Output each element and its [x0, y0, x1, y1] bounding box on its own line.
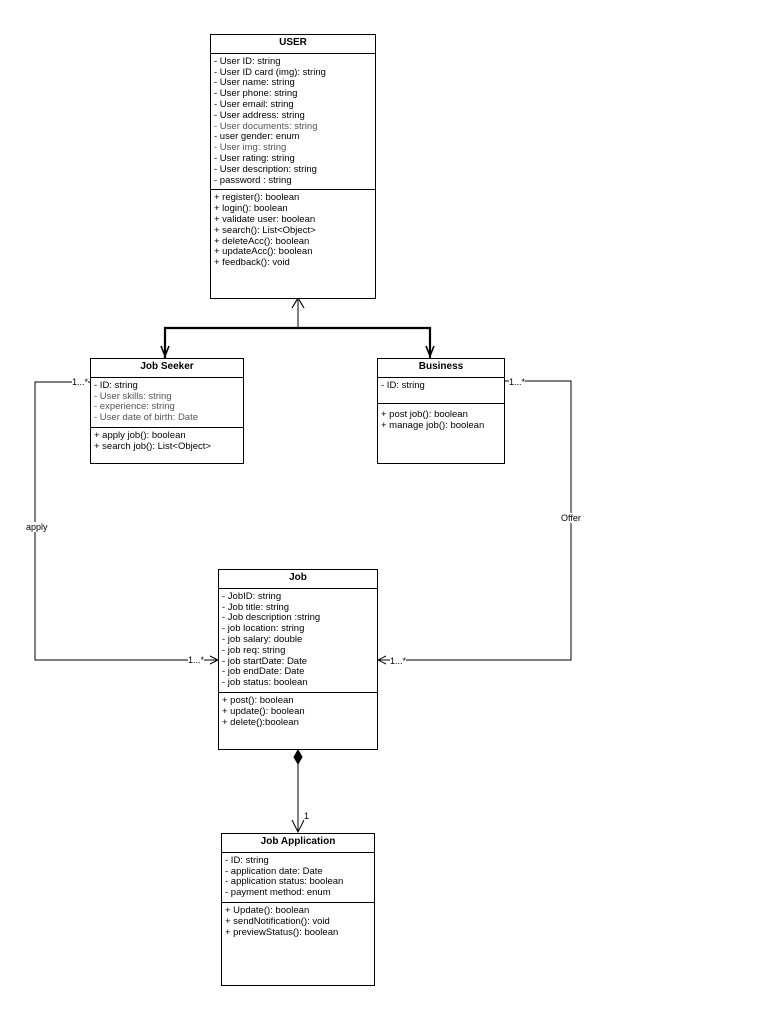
- offer-target-multiplicity: 1...*: [390, 656, 407, 666]
- inheritance-arrowhead: [291, 296, 305, 309]
- offer-source-multiplicity: 1...*: [509, 377, 526, 387]
- user-attribute: - User name: string: [214, 77, 295, 89]
- user-methods: + register(): boolean + login(): boolean…: [211, 190, 375, 272]
- job-attribute: - Job description :string: [222, 612, 321, 624]
- job-application-attribute: - ID: string: [225, 854, 269, 866]
- user-method: + login(): boolean: [214, 203, 288, 215]
- job-application-method: + sendNotification(): void: [225, 915, 330, 927]
- job-seeker-class-title: Job Seeker: [91, 359, 243, 378]
- user-attribute: - User img: string: [214, 142, 287, 154]
- user-attribute: - User ID card (img): string: [214, 66, 326, 78]
- business-class-title: Business: [378, 359, 504, 378]
- job-attribute: - job endDate: Date: [222, 666, 305, 678]
- user-attributes: - User ID: string - User ID card (img): …: [211, 54, 375, 191]
- user-attribute: - User rating: string: [214, 152, 295, 164]
- apply-target-multiplicity: 1...*: [188, 655, 205, 665]
- job-method: + delete():boolean: [222, 716, 299, 728]
- business-attribute: - ID: string: [381, 379, 425, 391]
- user-attribute: - User address: string: [214, 109, 305, 121]
- user-attribute: - User phone: string: [214, 88, 298, 100]
- job-application-method: + previewStatus(): boolean: [225, 926, 339, 938]
- job-seeker-attribute: - User skills: string: [94, 390, 172, 402]
- job-seeker-methods: + apply job(): boolean + search job(): L…: [91, 428, 243, 456]
- job-attribute: - job location: string: [222, 623, 305, 635]
- business-method: + manage job(): boolean: [381, 419, 485, 431]
- job-seeker-class[interactable]: Job Seeker - ID: string - User skills: s…: [90, 358, 244, 464]
- job-attribute: - job salary: double: [222, 633, 303, 645]
- user-attribute: - password : string: [214, 174, 292, 186]
- user-method: + deleteAcc(): boolean: [214, 235, 310, 247]
- user-class[interactable]: USER - User ID: string - User ID card (i…: [210, 34, 376, 299]
- user-attribute: - User documents: string: [214, 120, 318, 132]
- business-method: + post job(): boolean: [381, 408, 468, 420]
- business-class[interactable]: Business - ID: string + post job(): bool…: [377, 358, 505, 464]
- user-method: + register(): boolean: [214, 192, 300, 204]
- user-method: + validate user: boolean: [214, 213, 316, 225]
- composition-application-multiplicity: 1: [304, 811, 310, 821]
- job-class[interactable]: Job - JobID: string - Job title: string …: [218, 569, 378, 750]
- user-attribute: - User email: string: [214, 98, 294, 110]
- user-attribute: - User ID: string: [214, 55, 281, 67]
- offer-label: Offer: [561, 513, 581, 523]
- job-methods: + post(): boolean + update(): boolean + …: [219, 693, 377, 731]
- job-attributes: - JobID: string - Job title: string - Jo…: [219, 589, 377, 693]
- composition-diamond: [293, 748, 303, 766]
- user-class-title: USER: [211, 35, 375, 54]
- user-attribute: - User description: string: [214, 163, 317, 175]
- user-method: + feedback(): void: [214, 257, 290, 269]
- job-application-attributes: - ID: string - application date: Date - …: [222, 853, 374, 903]
- job-attribute: - job req: string: [222, 644, 286, 656]
- job-method: + update(): boolean: [222, 705, 305, 717]
- job-seeker-method: + apply job(): boolean: [94, 429, 186, 441]
- job-application-attribute: - application date: Date: [225, 865, 323, 877]
- user-attribute: - user gender: enum: [214, 131, 300, 143]
- composition-arrowhead: [291, 819, 305, 834]
- composition-connector: [291, 748, 305, 834]
- job-attribute: - job status: boolean: [222, 677, 308, 689]
- job-application-class[interactable]: Job Application - ID: string - applicati…: [221, 833, 375, 986]
- job-attribute: - job startDate: Date: [222, 655, 308, 667]
- job-seeker-attribute: - User date of birth: Date: [94, 412, 199, 424]
- job-seeker-method: + search job(): List<Object>: [94, 440, 211, 452]
- arrowhead-business: [425, 345, 435, 359]
- job-method: + post(): boolean: [222, 694, 294, 706]
- business-attributes: - ID: string: [378, 378, 504, 404]
- user-method: + updateAcc(): boolean: [214, 246, 313, 258]
- job-application-methods: + Update(): boolean + sendNotification()…: [222, 903, 374, 941]
- job-attribute: - JobID: string: [222, 590, 282, 602]
- job-application-class-title: Job Application: [222, 834, 374, 853]
- job-seeker-attribute: - experience: string: [94, 401, 175, 413]
- job-application-method: + Update(): boolean: [225, 904, 310, 916]
- job-attribute: - Job title: string: [222, 601, 290, 613]
- job-application-attribute: - application status: boolean: [225, 876, 344, 888]
- apply-label: apply: [26, 522, 48, 532]
- job-application-attribute: - payment method: enum: [225, 887, 331, 899]
- apply-source-multiplicity: 1...*: [72, 377, 89, 387]
- job-seeker-attribute: - ID: string: [94, 379, 138, 391]
- job-seeker-attributes: - ID: string - User skills: string - exp…: [91, 378, 243, 428]
- business-methods: + post job(): boolean + manage job(): bo…: [378, 404, 504, 435]
- arrowhead-jobseeker: [160, 345, 170, 359]
- user-method: + search(): List<Object>: [214, 224, 316, 236]
- job-class-title: Job: [219, 570, 377, 589]
- inheritance-connector: [160, 296, 435, 359]
